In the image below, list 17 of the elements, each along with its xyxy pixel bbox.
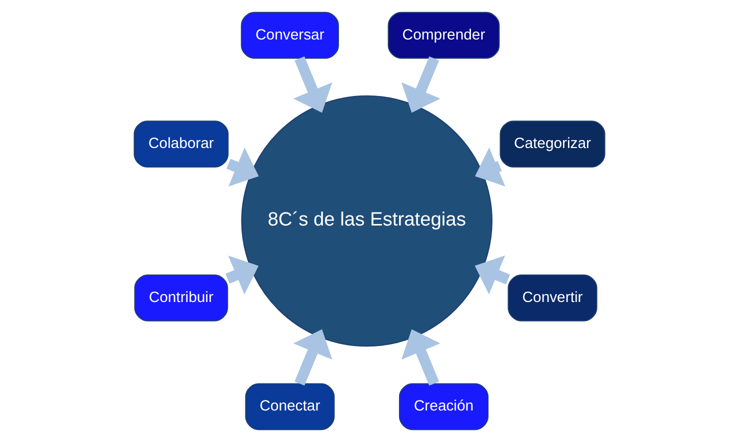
arrow (475, 148, 506, 186)
arrow (226, 256, 259, 295)
node-box: Conversar (240, 12, 339, 59)
node-box: Conectar (245, 383, 335, 430)
arrow (293, 56, 332, 113)
arrow (293, 329, 332, 386)
arrow (226, 148, 259, 186)
arrow (474, 255, 510, 294)
node-box: Convertir (508, 274, 598, 322)
arrow (401, 56, 440, 113)
node-box: Contribuir (134, 274, 228, 322)
node-circle: 8C´s de las Estrategias (241, 95, 492, 347)
node-box: Categorizar (500, 120, 606, 168)
node-box: Comprender (388, 12, 500, 59)
arrow (401, 329, 440, 386)
node-box: Creación (398, 383, 489, 430)
node-box: Colaborar (134, 120, 229, 168)
